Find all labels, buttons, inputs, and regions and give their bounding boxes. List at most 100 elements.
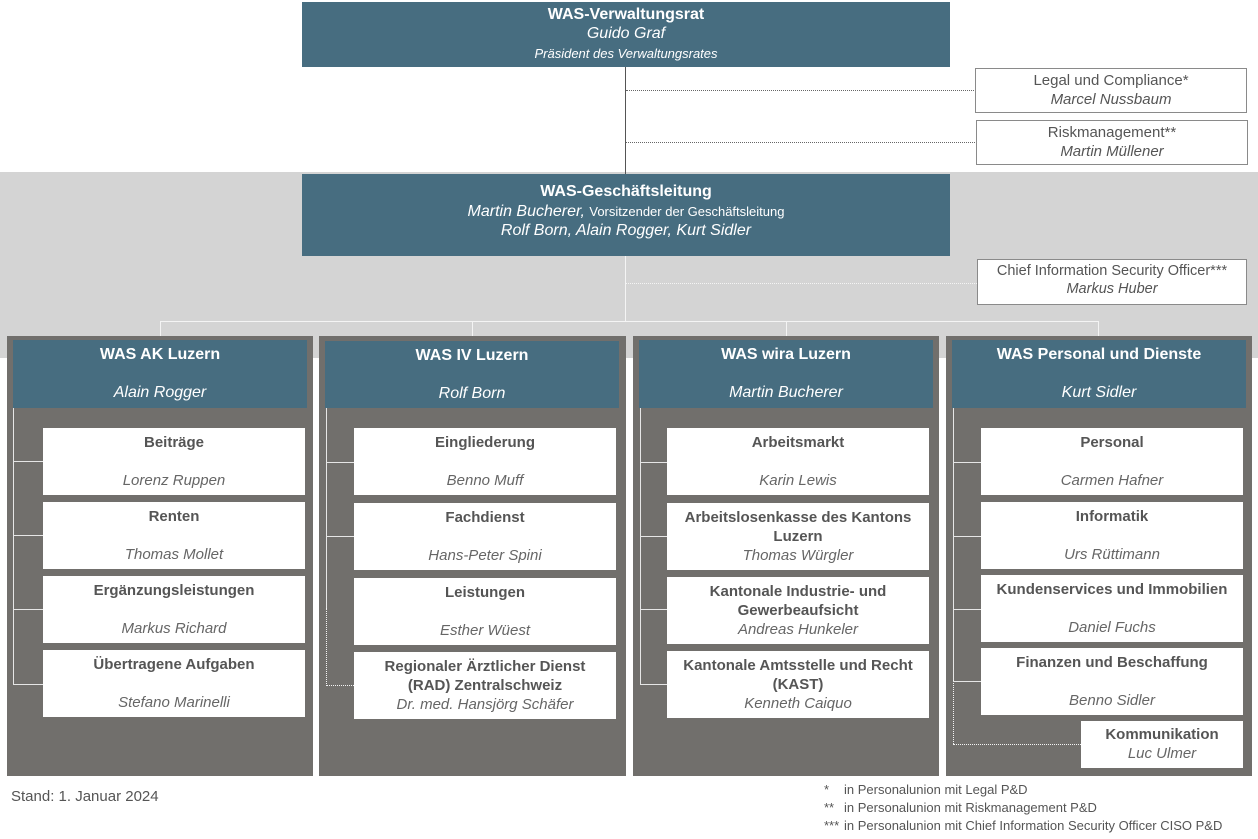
wira-branch <box>640 462 667 463</box>
dept3-drop-line <box>786 321 787 341</box>
board-role: Präsident des Verwaltungsrates <box>534 46 718 61</box>
personal-tree-dotted-line <box>953 680 954 744</box>
management-box: WAS-Geschäftsleitung Martin Bucherer, Vo… <box>302 174 950 256</box>
unit-box: Kantonale Amtsstelle und Recht (KAST) Ke… <box>667 651 929 718</box>
unit-head: Markus Richard <box>121 620 227 637</box>
unit-head: Stefano Marinelli <box>118 694 230 711</box>
unit-head: Daniel Fuchs <box>1068 619 1156 636</box>
unit-head: Carmen Hafner <box>1060 472 1164 489</box>
iv-branch <box>326 462 354 463</box>
unit-head: Urs Rüttimann <box>1064 546 1160 563</box>
management-connector-line <box>625 256 626 322</box>
unit-box: Fachdienst Hans-Peter Spini <box>354 503 616 570</box>
wira-branch <box>640 536 667 537</box>
department-header-iv: WAS IV Luzern Rolf Born <box>325 341 619 408</box>
unit-title: Regionaler Ärztlicher Dienst (RAD) Zentr… <box>384 658 586 694</box>
unit-box: Beiträge Lorenz Ruppen <box>43 428 305 495</box>
unit-box: Kantonale Industrie- und Gewerbeaufsicht… <box>667 577 929 644</box>
iv-branch <box>326 536 354 537</box>
ciso-dotted-connector <box>626 283 977 284</box>
unit-box: Regionaler Ärztlicher Dienst (RAD) Zentr… <box>354 652 616 719</box>
legal-dotted-connector <box>626 90 976 91</box>
unit-head: Dr. med. Hansjörg Schäfer <box>396 696 574 713</box>
staff-ciso-box: Chief Information Security Officer*** Ma… <box>977 259 1247 305</box>
unit-title: Informatik <box>1075 508 1149 525</box>
department-head-name: Alain Rogger <box>113 384 207 401</box>
board-box: WAS-Verwaltungsrat Guido Graf Präsident … <box>302 2 950 67</box>
unit-head: Kenneth Caiquo <box>744 695 852 712</box>
unit-box: Informatik Urs Rüttimann <box>981 502 1243 569</box>
unit-title: Personal <box>1080 434 1144 451</box>
unit-title: Renten <box>148 508 200 525</box>
footnote-mark: *** <box>824 818 840 833</box>
footnote-text: in Personalunion mit Chief Information S… <box>844 818 1223 833</box>
iv-branch-dotted <box>326 685 354 686</box>
unit-box: Finanzen und Beschaffung Benno Sidler <box>981 648 1243 715</box>
management-title: WAS-Geschäftsleitung <box>540 183 712 200</box>
staff-legal-title: Legal und Compliance* <box>1033 72 1189 89</box>
department-title: WAS Personal und Dienste <box>996 346 1202 363</box>
department-head-name: Martin Bucherer <box>729 384 843 401</box>
footnote-3: *** in Personalunion mit Chief Informatio… <box>824 818 1222 833</box>
unit-box: Arbeitslosenkasse des Kantons Luzern Tho… <box>667 503 929 570</box>
staff-risk-title: Riskmanagement** <box>1047 124 1177 141</box>
footnote-2: **in Personalunion mit Riskmanagement P&… <box>824 800 1097 815</box>
ak-branch <box>13 684 43 685</box>
iv-tree-dotted-line <box>326 608 327 686</box>
unit-title: Eingliederung <box>434 434 535 451</box>
ak-branch <box>13 461 43 462</box>
unit-head: Luc Ulmer <box>1127 745 1197 762</box>
footnote-text: in Personalunion mit Riskmanagement P&D <box>844 800 1097 815</box>
unit-title: Kommunikation <box>1105 726 1219 743</box>
footnote-1: *in Personalunion mit Legal P&D <box>824 782 1028 797</box>
unit-title: Ergänzungsleistungen <box>93 582 255 599</box>
department-header-ak: WAS AK Luzern Alain Rogger <box>13 340 307 408</box>
unit-title: Kantonale Industrie- und Gewerbeaufsicht <box>709 583 887 619</box>
iv-tree-line <box>326 408 327 608</box>
board-connector-line <box>625 66 626 174</box>
personal-branch <box>953 462 981 463</box>
management-chair-line: Martin Bucherer, Vorsitzender der Geschä… <box>302 203 950 221</box>
unit-box: Ergänzungsleistungen Markus Richard <box>43 576 305 643</box>
department-head-name: Kurt Sidler <box>1061 384 1137 401</box>
personal-branch <box>953 609 981 610</box>
unit-title: Arbeitslosenkasse des Kantons Luzern <box>684 509 912 545</box>
ak-branch <box>13 535 43 536</box>
unit-box: Renten Thomas Mollet <box>43 502 305 569</box>
personal-tree-line <box>953 408 954 680</box>
footer-date: Stand: 1. Januar 2024 <box>11 788 159 805</box>
unit-title: Übertragene Aufgaben <box>93 656 255 673</box>
wira-branch <box>640 609 667 610</box>
wira-branch <box>640 684 667 685</box>
unit-head: Hans-Peter Spini <box>428 547 542 564</box>
unit-title: Beiträge <box>143 434 205 451</box>
management-chair-name: Martin Bucherer, <box>467 203 585 220</box>
ak-tree-line <box>13 408 14 685</box>
unit-head: Thomas Mollet <box>124 546 224 563</box>
unit-box: Arbeitsmarkt Karin Lewis <box>667 428 929 495</box>
management-chair-role: Vorsitzender der Geschäftsleitung <box>589 204 785 219</box>
unit-title: Arbeitsmarkt <box>751 434 845 451</box>
staff-risk-name: Martin Müllener <box>1060 143 1164 160</box>
staff-ciso-title: Chief Information Security Officer*** <box>996 263 1228 279</box>
personal-branch <box>953 681 981 682</box>
department-horizontal-line <box>160 321 1099 322</box>
dept2-drop-line <box>472 321 473 341</box>
wira-tree-line <box>640 408 641 685</box>
ak-branch <box>13 609 43 610</box>
staff-legal-box: Legal und Compliance* Marcel Nussbaum <box>975 68 1247 113</box>
personal-branch-dotted <box>953 744 1081 745</box>
department-head-name: Rolf Born <box>438 385 506 402</box>
risk-dotted-connector <box>626 142 977 143</box>
unit-title: Leistungen <box>444 584 525 601</box>
footnote-mark: * <box>824 782 830 797</box>
dept4-drop-line <box>1098 321 1099 341</box>
unit-head: Andreas Hunkeler <box>737 621 859 638</box>
staff-ciso-name: Markus Huber <box>1066 281 1158 297</box>
unit-title: Finanzen und Beschaffung <box>1016 654 1208 671</box>
unit-title: Kundenservices und Immobilien <box>996 581 1228 598</box>
department-header-wira: WAS wira Luzern Martin Bucherer <box>639 340 933 408</box>
department-title: WAS IV Luzern <box>415 347 529 364</box>
department-title: WAS AK Luzern <box>99 346 221 363</box>
unit-box: Leistungen Esther Wüest <box>354 578 616 645</box>
